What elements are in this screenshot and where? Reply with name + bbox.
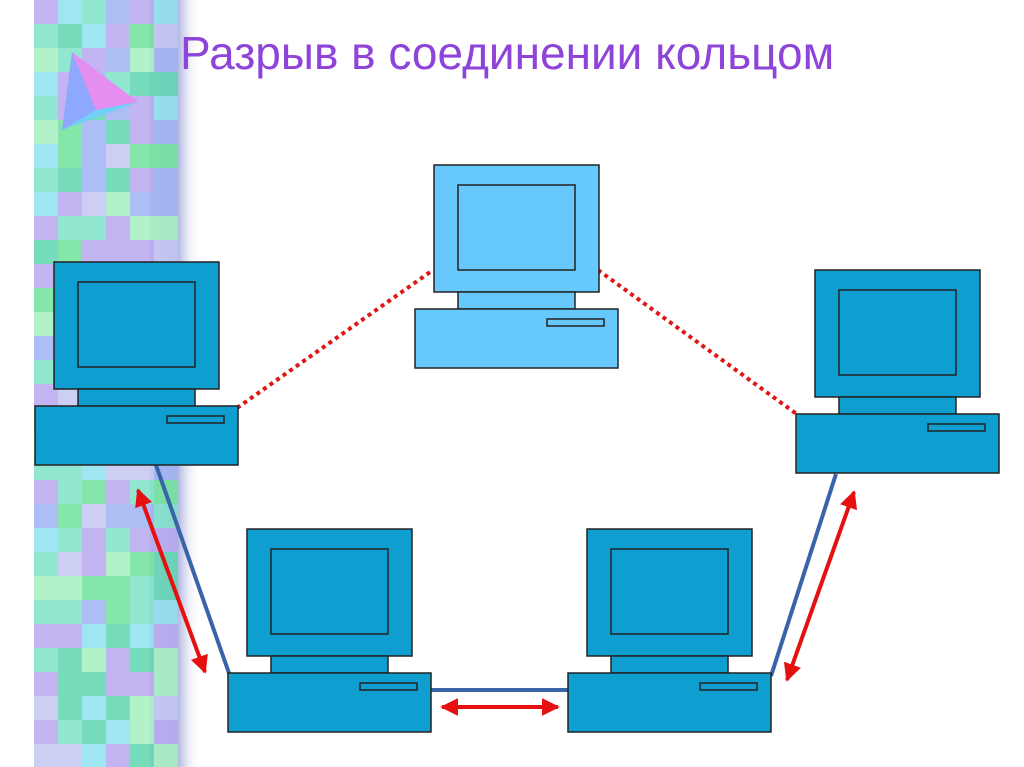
triangle-logo-icon (62, 52, 138, 130)
signal-arrow-left (135, 488, 208, 674)
computer-right (795, 269, 1000, 474)
computer-top (414, 164, 619, 369)
signal-arrow-right (783, 490, 858, 682)
slide-title: Разрыв в соединении кольцом (180, 27, 835, 79)
computer-left (34, 261, 239, 466)
computer-bottom-left (227, 528, 432, 733)
computer-bottom-right (567, 528, 772, 733)
broken-link-top-right (596, 268, 800, 417)
broken-link-left-top (235, 268, 435, 410)
